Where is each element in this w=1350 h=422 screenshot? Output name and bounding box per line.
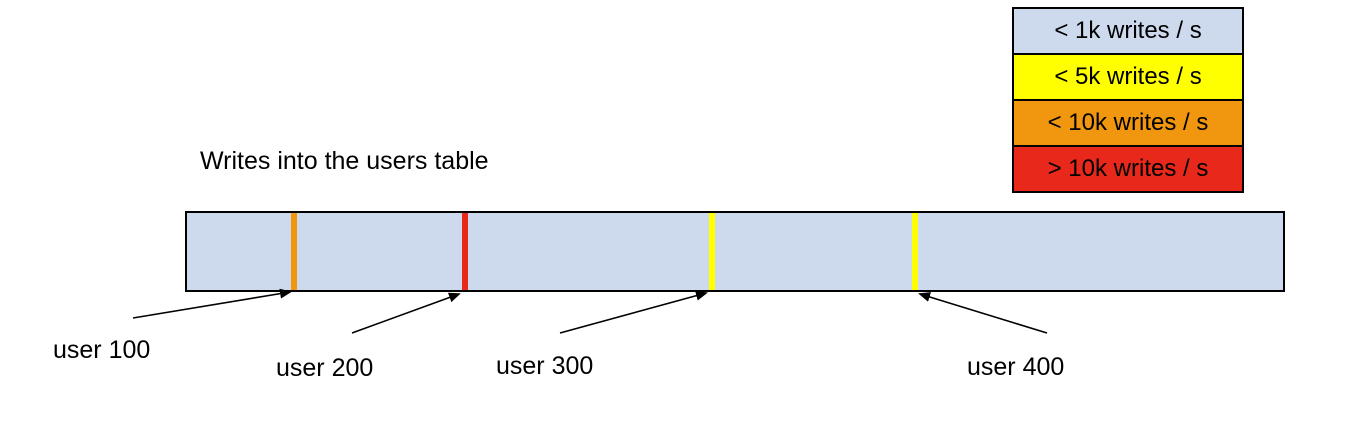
arrow-user-300 (559, 290, 708, 334)
arrow-user-400 (918, 292, 1048, 334)
legend-item-lt-1k: < 1k writes / s (1012, 7, 1244, 55)
legend: < 1k writes / s < 5k writes / s < 10k wr… (1012, 7, 1244, 193)
arrow-user-200 (351, 292, 461, 334)
legend-item-lt-10k: < 10k writes / s (1012, 99, 1244, 147)
arrow-user-100 (132, 288, 292, 319)
legend-item-gt-10k: > 10k writes / s (1012, 145, 1244, 193)
marker-user-200 (462, 213, 468, 290)
label-user-200: user 200 (276, 354, 374, 382)
label-user-100: user 100 (53, 336, 151, 364)
marker-user-400 (912, 213, 918, 290)
label-user-400: user 400 (967, 353, 1065, 381)
marker-user-100 (291, 213, 297, 290)
legend-item-lt-5k: < 5k writes / s (1012, 53, 1244, 101)
label-user-300: user 300 (496, 352, 594, 380)
diagram-title: Writes into the users table (200, 147, 489, 175)
users-table-bar (185, 211, 1285, 292)
marker-user-300 (709, 213, 715, 290)
